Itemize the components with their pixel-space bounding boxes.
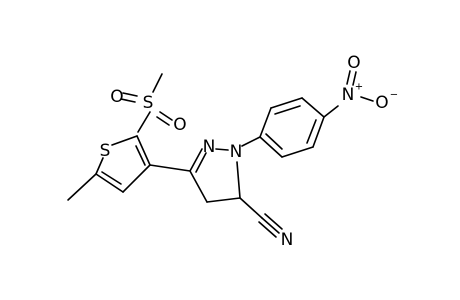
bond-c2-c3-inner [135,145,146,166]
bond-ph-5 [281,146,314,158]
atom-n-pyrazoline-1: N [230,142,243,162]
bond-c5pz-cn [239,197,263,219]
bond-c4-c5 [95,173,124,193]
bond-c3pz-n2 [189,148,203,172]
charge-n-nitro: + [355,82,363,93]
bond-c5pz-c4pz [206,197,241,203]
bond-ph-6-inner [265,133,283,150]
atom-o-sulfonyl-right: O [173,115,186,135]
bond-ph-2 [270,97,303,109]
bond-nitro-o-right [360,96,374,102]
bond-methyl-sulfonyl [152,73,163,93]
bond-so-right-1 [159,111,173,121]
bond-so-right-2 [156,116,170,126]
bond-ph-4-inner [306,119,317,144]
bond-n1-c5pz [236,161,241,199]
bond-cn-triple-2 [264,213,283,230]
bond-cn-triple-1 [261,217,280,234]
bond-nitro-o-top-2 [352,71,357,86]
bond-ph-4 [312,116,325,148]
bond-ph-2-inner [274,105,301,115]
atom-n-nitrile: N [281,230,294,250]
bond-c2-c3 [136,135,151,166]
bond-sulfonyl-c2 [137,111,151,133]
bond-c5-methyl [67,173,97,201]
bond-ph-6 [259,136,283,158]
bond-ph-nitro [323,105,339,118]
atom-s-sulfonyl: S [143,93,154,113]
bond-s-c2 [111,135,138,146]
bond-c4-c5-inner [101,171,122,185]
atom-s-ring: S [100,141,111,161]
bonds [67,70,374,238]
atom-o-sulfonyl-left: O [110,87,123,107]
atom-o-nitro-top: O [347,53,360,73]
bond-ph-1 [259,107,272,138]
bond-cn-triple-3 [258,221,277,238]
bond-so-left-1 [122,92,138,97]
bond-c3pz-n2-inner [195,152,207,173]
atom-n-pyrazoline-2: N [203,137,216,157]
bond-ph-3 [301,97,325,118]
atom-o-nitro-right: O [375,93,388,113]
bond-n1-phenyl [241,136,261,147]
bond-c4pz-c3pz [189,170,208,203]
bond-n2-n1 [215,148,229,151]
atom-labels: S S O O N N N + O O − N [100,53,399,250]
bond-c3-c4 [122,164,151,193]
bond-so-left-2 [120,98,136,103]
bond-nitro-o-top-1 [346,70,351,85]
atom-n-nitro: N [342,85,355,105]
charge-o-nitro: − [390,90,398,101]
bond-c5-s [95,157,104,175]
bond-c3-pyrazoline [149,164,191,172]
